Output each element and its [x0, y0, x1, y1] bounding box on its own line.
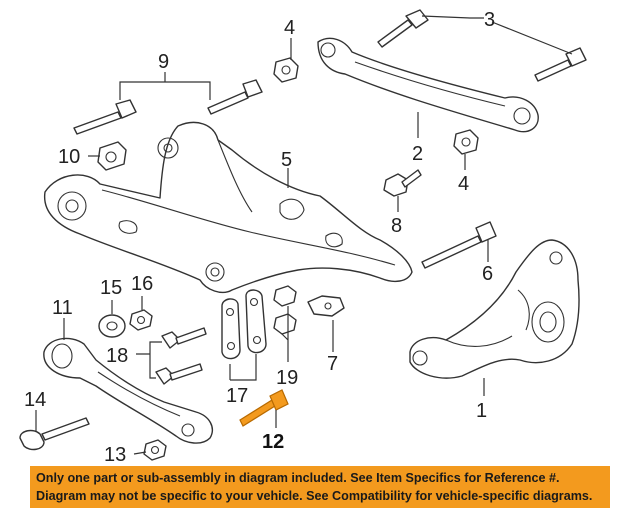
callout-12: 12 — [262, 431, 284, 453]
nut-19-upper — [273, 285, 297, 307]
upper-control-arm — [317, 37, 539, 133]
bolt-6 — [421, 221, 497, 269]
disclaimer-banner: Only one part or sub-assembly in diagram… — [30, 466, 610, 508]
callout-14: 14 — [24, 389, 46, 411]
link-plate-17-left — [221, 298, 241, 360]
callout-18: 18 — [106, 345, 128, 367]
disclaimer-line-1: Only one part or sub-assembly in diagram… — [36, 471, 560, 485]
bolt-9-left — [73, 99, 137, 135]
callout-8: 8 — [391, 215, 402, 237]
callout-6: 6 — [482, 263, 493, 285]
nut-19-lower — [273, 313, 297, 335]
bolt-12-highlighted — [239, 389, 289, 427]
disclaimer-line-2: Diagram may not be specific to your vehi… — [36, 489, 593, 503]
knuckle — [409, 239, 580, 379]
callout-16: 16 — [131, 273, 153, 295]
callout-15: 15 — [100, 277, 122, 299]
callout-4-lower: 4 — [458, 173, 469, 195]
bolt-3-lower — [534, 47, 587, 82]
callout-7: 7 — [327, 353, 338, 375]
subframe — [43, 121, 413, 294]
nut-4-upper — [273, 57, 299, 83]
parts-diagram: 1 2 3 4 4 5 6 7 8 9 10 11 12 13 14 15 16… — [19, 9, 587, 462]
bolt-14 — [19, 417, 90, 451]
bolt-18-upper — [161, 327, 207, 349]
nut-16 — [129, 309, 153, 331]
bolt-8 — [383, 169, 422, 197]
bushing-10 — [97, 141, 127, 171]
callout-5: 5 — [281, 149, 292, 171]
callout-17: 17 — [226, 385, 248, 407]
leader-lines — [35, 15, 573, 455]
washer-15 — [98, 314, 126, 338]
bracket-7 — [307, 295, 345, 317]
callout-10: 10 — [58, 146, 80, 168]
callout-19: 19 — [276, 367, 298, 389]
callout-3: 3 — [484, 9, 495, 31]
callout-13: 13 — [104, 444, 126, 462]
callout-11: 11 — [52, 297, 73, 319]
bolt-18-lower — [155, 363, 203, 385]
nut-4-lower — [453, 129, 479, 155]
callout-2: 2 — [412, 143, 423, 165]
callout-1: 1 — [476, 400, 487, 422]
bolt-3-upper — [377, 9, 429, 48]
callout-9: 9 — [158, 51, 169, 73]
bolt-9-right — [207, 79, 263, 115]
callout-labels: 1 2 3 4 4 5 6 7 8 9 10 11 12 13 14 15 16… — [24, 9, 495, 462]
nut-13 — [143, 439, 167, 461]
lower-arm-11 — [43, 337, 214, 444]
link-plate-17-right — [245, 289, 267, 354]
callout-4-upper: 4 — [284, 17, 295, 39]
